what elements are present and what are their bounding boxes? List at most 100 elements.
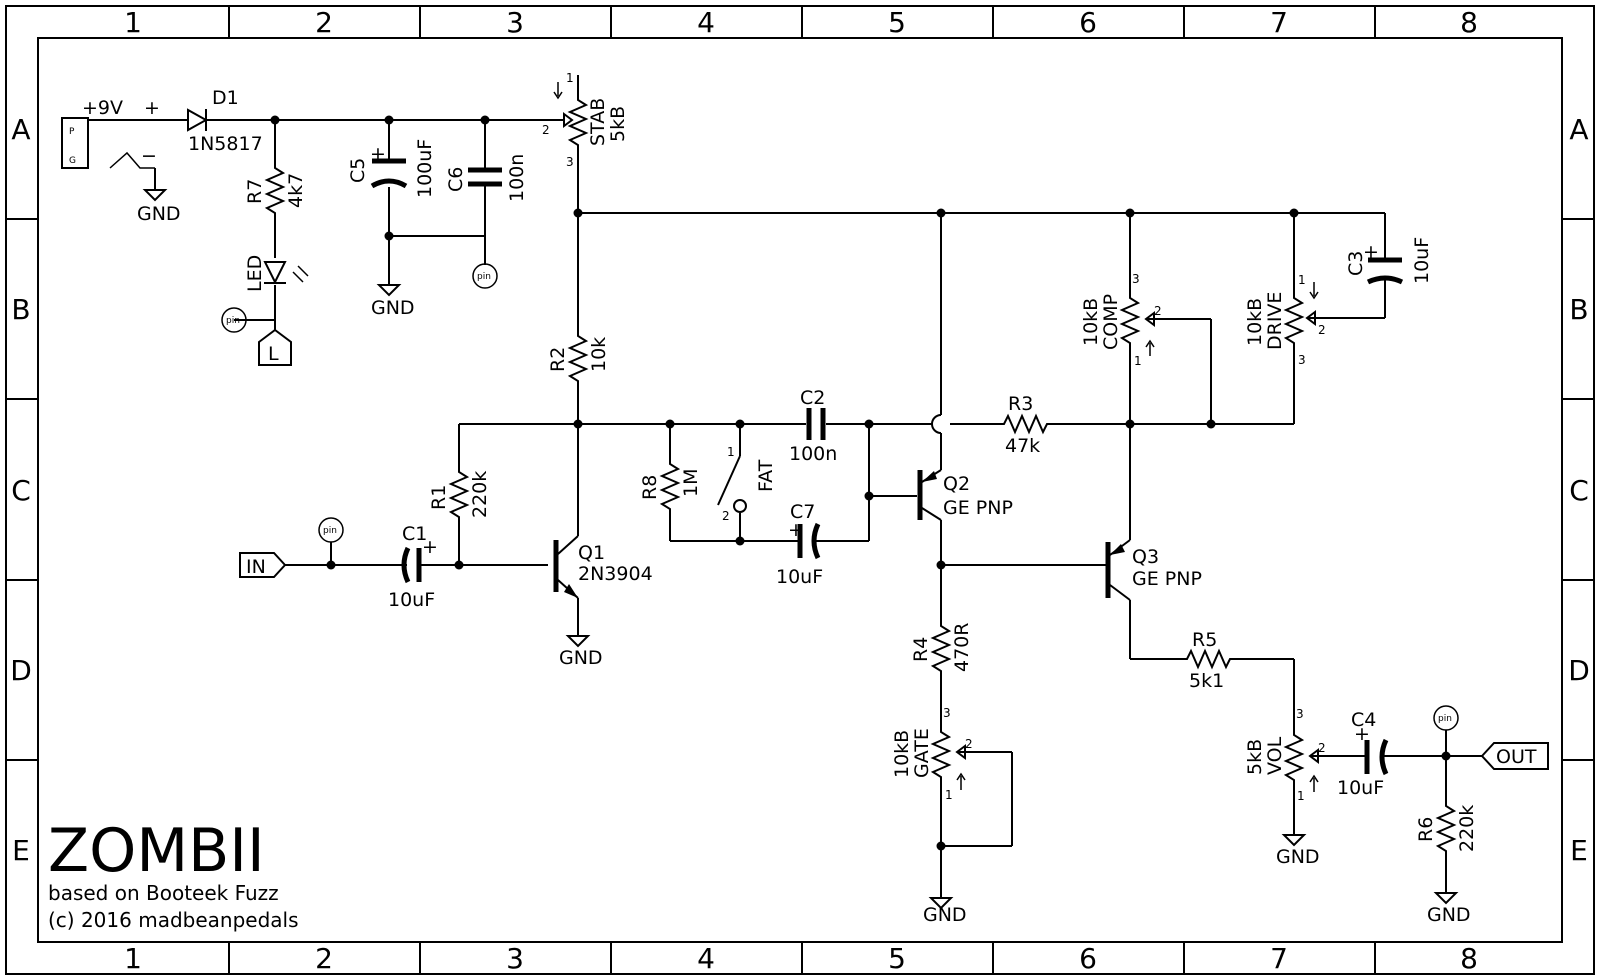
c3-plus: +	[1363, 241, 1379, 263]
capacitor-c1	[401, 546, 422, 584]
col-label-top-3: 3	[506, 6, 524, 39]
transistor-q3	[1105, 539, 1131, 601]
r1-value: 220k	[469, 471, 491, 518]
c4-value: 10uF	[1337, 777, 1384, 799]
gnd-label-q1: GND	[559, 647, 603, 669]
col-label-bottom-5: 5	[888, 942, 906, 975]
c6-ref: C6	[445, 167, 467, 192]
c7-value: 10uF	[776, 566, 823, 588]
c7-ref: C7	[790, 501, 815, 523]
r8-value: 1M	[680, 469, 702, 497]
stab-ref: STAB	[587, 98, 609, 146]
c3-ref: C3	[1345, 251, 1367, 276]
c1-plus: +	[422, 536, 438, 558]
output-flag-label: OUT	[1496, 746, 1537, 768]
drive-ref: DRIVE	[1264, 292, 1286, 350]
diode-d1	[187, 108, 209, 132]
stab-pin-3: 3	[566, 155, 574, 169]
col-label-bottom-3: 3	[506, 942, 524, 975]
gnd-label-jack: GND	[137, 203, 181, 225]
led-indicator	[263, 261, 309, 285]
gnd-label-r6: GND	[1427, 904, 1471, 926]
col-label-bottom-2: 2	[315, 942, 333, 975]
c4-plus: +	[1354, 723, 1370, 745]
schematic-title: ZOMBII	[48, 816, 265, 886]
resistor-r4	[930, 620, 952, 676]
led-flag-label: L	[268, 343, 279, 365]
pot-comp	[1119, 292, 1155, 356]
col-label-top-1: 1	[124, 6, 142, 39]
pin-pad-led-label: pin	[226, 316, 240, 326]
resistor-r1	[448, 466, 470, 520]
schematic-copyright: (c) 2016 madbeanpedals	[48, 908, 299, 932]
drive-pin-3: 3	[1298, 353, 1306, 367]
capacitor-c3	[1366, 257, 1404, 285]
pin-pad-input-label: pin	[323, 526, 337, 536]
resistor-r3	[999, 413, 1049, 435]
transistor-q1	[553, 535, 579, 599]
pin-pad-c6: pin	[472, 263, 498, 289]
row-label-left-b: B	[11, 293, 30, 326]
pin-pad-c6-label: pin	[477, 272, 491, 282]
row-label-left-a: A	[11, 113, 30, 146]
comp-ref: COMP	[1100, 294, 1122, 350]
comp-pin-1: 1	[1134, 354, 1142, 368]
led-ref: LED	[244, 255, 266, 292]
capacitor-c6	[468, 167, 502, 187]
vol-ref: VOL	[1264, 736, 1286, 775]
wires	[88, 75, 1482, 898]
fat-pin-2: 2	[722, 509, 730, 523]
pot-gate	[930, 726, 966, 790]
row-label-right-e: E	[1570, 834, 1588, 867]
q2-value: GE PNP	[943, 497, 1013, 519]
drawing-frame: 1 2 3 4 5 6 7 8 1 2 3 4 5 6 7 8 A B C D …	[5, 5, 1595, 975]
pot-drive	[1283, 282, 1319, 346]
q1-ref: Q1	[578, 542, 605, 564]
drive-pin-1: 1	[1298, 273, 1306, 287]
jack-pin-g: G	[69, 156, 76, 166]
pot-stab	[546, 82, 589, 148]
c6-value: 100n	[506, 154, 528, 202]
drive-pin-2: 2	[1318, 323, 1326, 337]
fat-pin-1: 1	[727, 445, 735, 459]
row-label-right-d: D	[1568, 654, 1590, 687]
r6-ref: R6	[1415, 817, 1437, 842]
r7-value: 4k7	[285, 173, 307, 208]
supply-plus-label: +	[144, 97, 160, 119]
row-label-right-a: A	[1569, 113, 1588, 146]
fat-ref: FAT	[755, 459, 777, 492]
pin-pad-output-label: pin	[1438, 714, 1452, 724]
c7-plus: +	[788, 519, 804, 541]
r5-value: 5k1	[1189, 670, 1224, 692]
row-label-left-c: C	[11, 474, 31, 507]
r3-ref: R3	[1008, 393, 1033, 415]
col-label-top-2: 2	[315, 6, 333, 39]
resistor-r2	[567, 330, 589, 384]
pin-pad-led: pin	[221, 307, 247, 333]
stab-pin-1: 1	[566, 71, 574, 85]
c2-value: 100n	[789, 443, 837, 465]
gate-value: 10kB	[891, 730, 913, 778]
vol-pin-1: 1	[1297, 789, 1305, 803]
comp-pin-2: 2	[1154, 304, 1162, 318]
col-label-top-6: 6	[1079, 6, 1097, 39]
gnd-label-vol: GND	[1276, 846, 1320, 868]
col-label-top-5: 5	[888, 6, 906, 39]
col-label-top-8: 8	[1460, 6, 1478, 39]
transistor-q2	[917, 469, 942, 521]
gate-pin-2: 2	[965, 737, 973, 751]
r3-value: 47k	[1005, 435, 1040, 457]
r1-ref: R1	[428, 485, 450, 510]
r6-value: 220k	[1456, 805, 1478, 852]
col-label-bottom-6: 6	[1079, 942, 1097, 975]
r4-ref: R4	[910, 637, 932, 662]
input-flag: IN	[239, 552, 287, 578]
d1-value: 1N5817	[188, 133, 263, 155]
c5-ref: C5	[347, 158, 369, 183]
c3-value: 10uF	[1411, 237, 1433, 284]
switch-fat	[717, 455, 747, 513]
d1-ref: D1	[212, 87, 239, 109]
led-flag: L	[258, 328, 292, 366]
c1-ref: C1	[402, 523, 427, 545]
